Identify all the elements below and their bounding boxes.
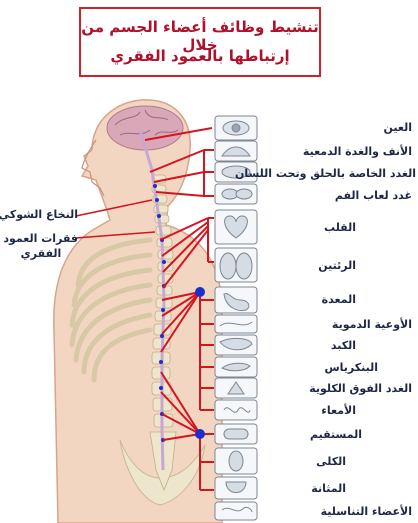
liver-icon — [215, 335, 257, 355]
stomach-icon — [215, 287, 257, 313]
organ-label-pancreas: البنكرياس — [268, 361, 378, 374]
bladder-icon — [215, 477, 257, 499]
spinal-cord-label: النخاع الشوكي — [4, 208, 78, 221]
blood-vessels-icon — [215, 315, 257, 333]
organ-label-nose: الأنف والغدة الدمعية — [262, 145, 412, 158]
nose-icon — [215, 141, 257, 161]
organ-label-liver: الكبد — [266, 339, 356, 352]
organ-label-throat-glands: الغدد الخاصة بالحلق وتحت اللسان — [256, 167, 416, 180]
organ-label-bladder: المثانة — [266, 482, 346, 495]
title-box: تنشيط وظائف أعضاء الجسم من خلال إرتباطها… — [79, 7, 321, 77]
organ-label-eye: العين — [262, 121, 412, 134]
organ-label-kidneys: الكلى — [266, 455, 346, 468]
heart-icon — [215, 210, 257, 244]
organ-label-salivary-glands: غدد لعاب الفم — [262, 189, 412, 202]
vertebrae-label-line2: الفقري — [4, 247, 78, 260]
organ-label-intestines: الأمعاء — [266, 404, 356, 417]
organ-label-blood-vessels: الأوعية الدموية — [262, 318, 412, 331]
rectum-icon — [215, 424, 257, 444]
vertebrae-label-line1: فقرات العمود — [4, 232, 78, 245]
intestines-icon — [215, 400, 257, 420]
eye-icon — [215, 116, 257, 140]
organ-label-reproductive-organs: الأعضاء التناسلية — [262, 505, 412, 518]
reproductive-organs-icon — [215, 502, 257, 520]
adrenal-glands-icon — [215, 378, 257, 398]
kidneys-icon — [215, 448, 257, 474]
organ-label-adrenal-glands: الغدد الفوق الكلوية — [262, 382, 412, 395]
organ-label-heart: القلب — [266, 221, 356, 234]
salivary-glands-icon — [215, 184, 257, 204]
pancreas-icon — [215, 357, 257, 377]
organ-label-stomach: المعدة — [266, 293, 356, 306]
upper-nerve-node — [195, 287, 205, 297]
organ-label-rectum: المستقيم — [266, 428, 362, 441]
lungs-icon — [215, 248, 257, 282]
organ-label-lungs: الرئتين — [266, 259, 356, 272]
lower-nerve-node — [195, 429, 205, 439]
title-line-2: إرتباطها بالعمود الفقري — [81, 47, 319, 65]
